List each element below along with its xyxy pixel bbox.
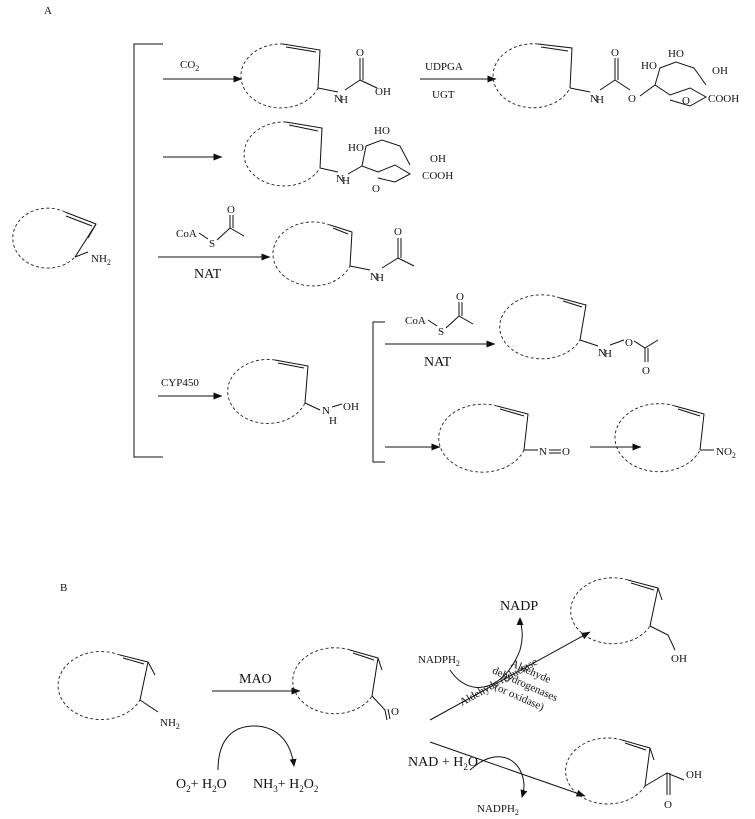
start-amine-molecule: NH2: [12, 207, 111, 269]
svg-text:S: S: [438, 326, 444, 338]
svg-text:HO: HO: [374, 125, 390, 137]
svg-text:N: N: [322, 405, 330, 417]
svg-text:O: O: [562, 446, 570, 458]
svg-text:N: N: [598, 347, 606, 359]
n-glucuronide-molecule: N H HO HO OH O COOH: [243, 121, 453, 195]
svg-text:N: N: [334, 93, 342, 105]
reductase-curved-arrow: [449, 617, 524, 688]
n-acetoxy-molecule: N H O O: [499, 294, 659, 377]
svg-text:H: H: [340, 94, 348, 106]
svg-text:HO: HO: [668, 48, 684, 60]
hydroxylamine-molecule: N H OH: [227, 359, 359, 427]
svg-text:HO: HO: [348, 142, 364, 154]
ring-dashed: [12, 207, 76, 269]
svg-text:O: O: [356, 47, 364, 59]
dehydrogenase-curved-arrow: [469, 756, 528, 798]
svg-text:O: O: [227, 204, 235, 216]
b-start-nh2: NH2: [160, 717, 180, 731]
svg-text:O: O: [391, 706, 399, 718]
nitroso-molecule: N O: [438, 403, 570, 473]
svg-text:OH: OH: [375, 86, 391, 98]
nadph2-out-label: NADPH2: [477, 803, 519, 817]
acetamide-molecule: N H O: [272, 221, 415, 287]
svg-text:H: H: [596, 94, 604, 106]
svg-text:O: O: [394, 226, 402, 238]
svg-text:OH: OH: [671, 653, 687, 665]
svg-text:OH: OH: [343, 401, 359, 413]
svg-text:O: O: [625, 337, 633, 349]
nadp-out-label: NADP: [500, 599, 538, 614]
svg-text:H: H: [376, 272, 384, 284]
ugt-label: UGT: [432, 89, 455, 101]
svg-text:H: H: [342, 175, 350, 187]
svg-text:O: O: [682, 95, 690, 107]
nad-in-label: NAD + H2O: [408, 755, 478, 772]
svg-text:N: N: [539, 446, 547, 458]
mao-input: O2+ H2O: [176, 777, 227, 794]
main-bracket: [133, 43, 163, 458]
svg-text:O: O: [456, 291, 464, 303]
svg-text:COOH: COOH: [422, 170, 453, 182]
nadph2-in-label: NADPH2: [418, 654, 460, 668]
panel-b-label: B: [60, 582, 67, 594]
co2-label: CO2: [180, 59, 199, 73]
svg-text:O: O: [642, 365, 650, 377]
svg-text:HO: HO: [641, 60, 657, 72]
mao-output: NH3+ H2O2: [253, 777, 318, 794]
sub-bracket: [372, 321, 385, 463]
mao-curved-arrow: [217, 725, 297, 771]
panel-a-label: A: [44, 5, 52, 17]
svg-text:O: O: [664, 799, 672, 811]
svg-text:O: O: [611, 47, 619, 59]
svg-text:O: O: [372, 183, 380, 195]
coa-label-2: CoA: [405, 315, 426, 327]
start-amine-nh: NH2: [91, 253, 111, 267]
mao-label: MAO: [239, 672, 272, 687]
carbamic-acid-molecule: N H O OH: [240, 43, 391, 109]
svg-text:S: S: [209, 238, 215, 250]
nitro-molecule: NO2: [614, 403, 736, 473]
svg-text:OH: OH: [430, 153, 446, 165]
coa-label-1: CoA: [176, 228, 197, 240]
svg-text:H: H: [604, 348, 612, 360]
svg-text:OH: OH: [686, 769, 702, 781]
nat-label-1: NAT: [194, 267, 222, 282]
svg-text:OH: OH: [712, 65, 728, 77]
carbamate-glucuronide-molecule: N H O O HO HO OH O COOH: [492, 43, 739, 109]
svg-text:N: N: [370, 271, 378, 283]
carboxylic-acid-molecule: OH O: [565, 737, 702, 811]
alcohol-molecule: OH: [570, 577, 687, 665]
svg-text:COOH: COOH: [708, 93, 739, 105]
svg-text:O: O: [628, 93, 636, 105]
no2-label: NO2: [716, 446, 736, 460]
udpga-label: UDPGA: [425, 61, 463, 73]
svg-text:H: H: [329, 415, 337, 427]
svg-text:N: N: [590, 93, 598, 105]
start-benzylamine-molecule: NH2: [57, 651, 180, 731]
arrow-aldehyde-reductase: [429, 631, 591, 721]
cyp450-label: CYP450: [161, 377, 199, 389]
nat-label-2: NAT: [424, 355, 452, 370]
arrow-aldehyde-dehydrogenase: [429, 741, 586, 797]
dehydrogenase-label-group: Aldehyde dehydrogenases (or oxidase): [490, 658, 559, 714]
aldehyde-molecule: O: [292, 647, 399, 721]
svg-text:N: N: [336, 173, 344, 185]
